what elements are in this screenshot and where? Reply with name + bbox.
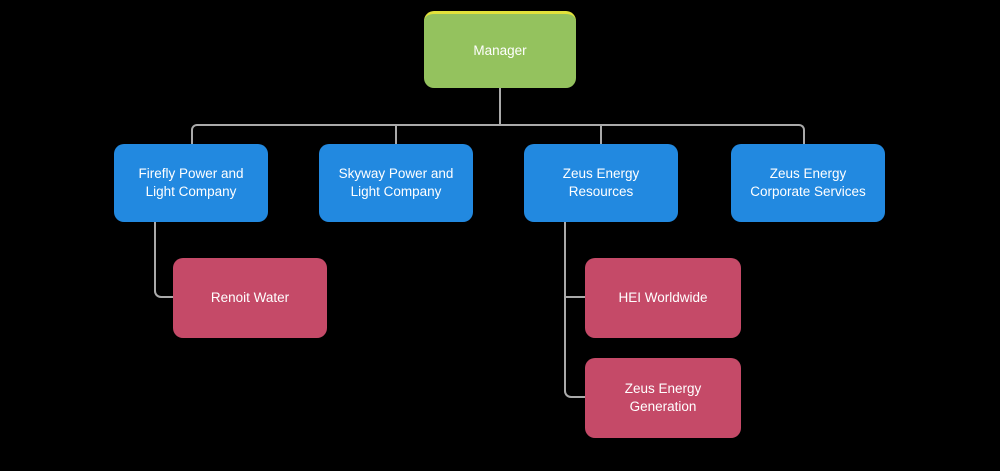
org-node-hei-worldwide[interactable]: HEI Worldwide bbox=[585, 258, 741, 338]
org-node-manager[interactable]: Manager bbox=[424, 11, 576, 88]
org-node-zeus-energy-corporate-services[interactable]: Zeus Energy Corporate Services bbox=[731, 144, 885, 222]
org-node-zeus-energy-generation[interactable]: Zeus Energy Generation bbox=[585, 358, 741, 438]
org-node-zeus-energy-generation-label: Zeus Energy Generation bbox=[624, 380, 702, 414]
org-node-manager-label: Manager bbox=[473, 42, 527, 58]
org-node-firefly-power-label: Firefly Power and Light Company bbox=[138, 165, 244, 199]
connector-drop-zeus-resources bbox=[600, 126, 602, 144]
connector-level2-trunk bbox=[191, 124, 805, 144]
connector-firefly-to-renoit bbox=[154, 222, 173, 298]
org-node-hei-worldwide-label: HEI Worldwide bbox=[618, 289, 708, 305]
org-node-skyway-power[interactable]: Skyway Power and Light Company bbox=[319, 144, 473, 222]
org-node-zeus-energy-corporate-services-label: Zeus Energy Corporate Services bbox=[750, 165, 866, 199]
connector-drop-skyway bbox=[395, 126, 397, 144]
org-node-zeus-energy-resources-label: Zeus Energy Resources bbox=[562, 165, 640, 199]
org-node-renoit-water[interactable]: Renoit Water bbox=[173, 258, 327, 338]
connector-manager-stem bbox=[499, 88, 501, 126]
connector-zeus-to-generation bbox=[564, 222, 585, 398]
connector-zeus-to-hei bbox=[564, 296, 585, 298]
org-node-renoit-water-label: Renoit Water bbox=[210, 289, 290, 305]
org-node-zeus-energy-resources[interactable]: Zeus Energy Resources bbox=[524, 144, 678, 222]
org-node-skyway-power-label: Skyway Power and Light Company bbox=[338, 165, 454, 199]
org-node-firefly-power[interactable]: Firefly Power and Light Company bbox=[114, 144, 268, 222]
